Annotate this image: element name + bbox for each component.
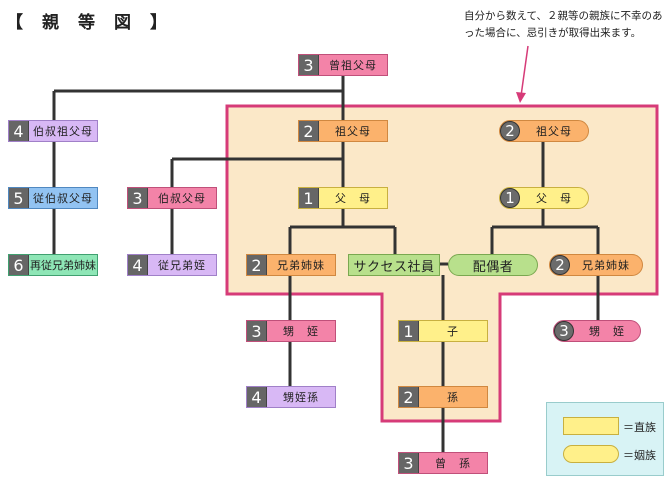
node-label: 再従兄弟姉妹 [30, 259, 96, 272]
degree-badge: 6 [9, 255, 29, 275]
node-label: 兄弟姉妹 [582, 259, 630, 272]
legend-marriage-swatch [563, 445, 619, 463]
note-text: 自分から数えて、２親等の親族に不幸のあった場合に、忌引きが取得出来ます。 [464, 10, 663, 39]
node-label: 曾 孫 [435, 457, 471, 470]
legend-blood-label: ＝直族 [623, 421, 656, 434]
node-first-cousin-once-removed: 5 従伯叔父母 [8, 187, 98, 209]
node-label: 甥 姪 [589, 325, 625, 338]
node-label: 伯叔父母 [158, 192, 206, 205]
degree-badge: 2 [299, 121, 319, 141]
node-siblings: 2 兄弟姉妹 [246, 254, 336, 276]
node-label: 孫 [447, 391, 459, 404]
degree-badge: 3 [247, 321, 267, 341]
degree-badge: 4 [9, 121, 29, 141]
degree-badge: 4 [247, 387, 267, 407]
node-child: 1 子 [398, 320, 488, 342]
degree-badge: 3 [299, 55, 319, 75]
degree-badge: 2 [247, 255, 267, 275]
degree-badge: 2 [500, 121, 520, 141]
degree-badge: 1 [399, 321, 419, 341]
note-arrow-head [516, 92, 526, 103]
degree-badge: 3 [554, 321, 574, 341]
node-label: 従伯叔父母 [33, 192, 93, 205]
page-title: 【 親 等 図 】 [6, 13, 168, 33]
node-second-cousins: 6 再従兄弟姉妹 [8, 254, 98, 276]
node-spouse-siblings: 2 兄弟姉妹 [549, 254, 643, 276]
degree-badge: 5 [9, 188, 29, 208]
node-label: 子 [447, 325, 459, 338]
node-label: 従兄弟姪 [158, 259, 206, 272]
node-label: 祖父母 [335, 125, 371, 138]
degree-badge: 1 [500, 188, 520, 208]
node-parents: 1 父 母 [298, 187, 388, 209]
node-great-grandchild: 3 曾 孫 [398, 452, 488, 474]
node-label: 兄弟姉妹 [277, 259, 325, 272]
note-arrow [520, 45, 529, 97]
degree-badge: 4 [128, 255, 148, 275]
node-label: 祖父母 [536, 125, 572, 138]
legend-marriage-label: ＝姻族 [623, 449, 656, 462]
node-spouse-parents: 1 父 母 [499, 187, 589, 209]
node-label: 甥 姪 [283, 325, 319, 338]
node-label: 伯叔祖父母 [33, 125, 93, 138]
legend-blood-swatch [563, 417, 619, 435]
node-label: サクセス社員 [353, 259, 435, 275]
degree-badge: 2 [550, 255, 570, 275]
node-grandnephew: 4 甥姪孫 [246, 386, 336, 408]
node-label: 父 母 [335, 192, 371, 205]
node-nephew-niece: 3 甥 姪 [246, 320, 336, 342]
node-label: 曾祖父母 [329, 59, 377, 72]
node-uncle-aunt: 3 伯叔父母 [127, 187, 217, 209]
degree-badge: 2 [399, 387, 419, 407]
degree-badge: 3 [128, 188, 148, 208]
degree-badge: 1 [299, 188, 319, 208]
degree-badge: 3 [399, 453, 419, 473]
node-spouse-nephew-niece: 3 甥 姪 [553, 320, 641, 342]
node-self: サクセス社員 [348, 254, 440, 276]
node-grandchild: 2 孫 [398, 386, 488, 408]
node-grandparents: 2 祖父母 [298, 120, 388, 142]
node-spouse-grandparents: 2 祖父母 [499, 120, 589, 142]
node-label: 甥姪孫 [283, 391, 319, 404]
connector-lines [52, 76, 600, 452]
legend: ＝直族 ＝姻族 [546, 402, 664, 476]
node-great-grandparents: 3 曾祖父母 [298, 54, 388, 76]
node-spouse: 配偶者 [448, 254, 538, 276]
node-label: 父 母 [536, 192, 572, 205]
node-label: 配偶者 [472, 259, 514, 275]
node-grand-uncle-aunt: 4 伯叔祖父母 [8, 120, 98, 142]
node-cousins: 4 従兄弟姪 [127, 254, 217, 276]
